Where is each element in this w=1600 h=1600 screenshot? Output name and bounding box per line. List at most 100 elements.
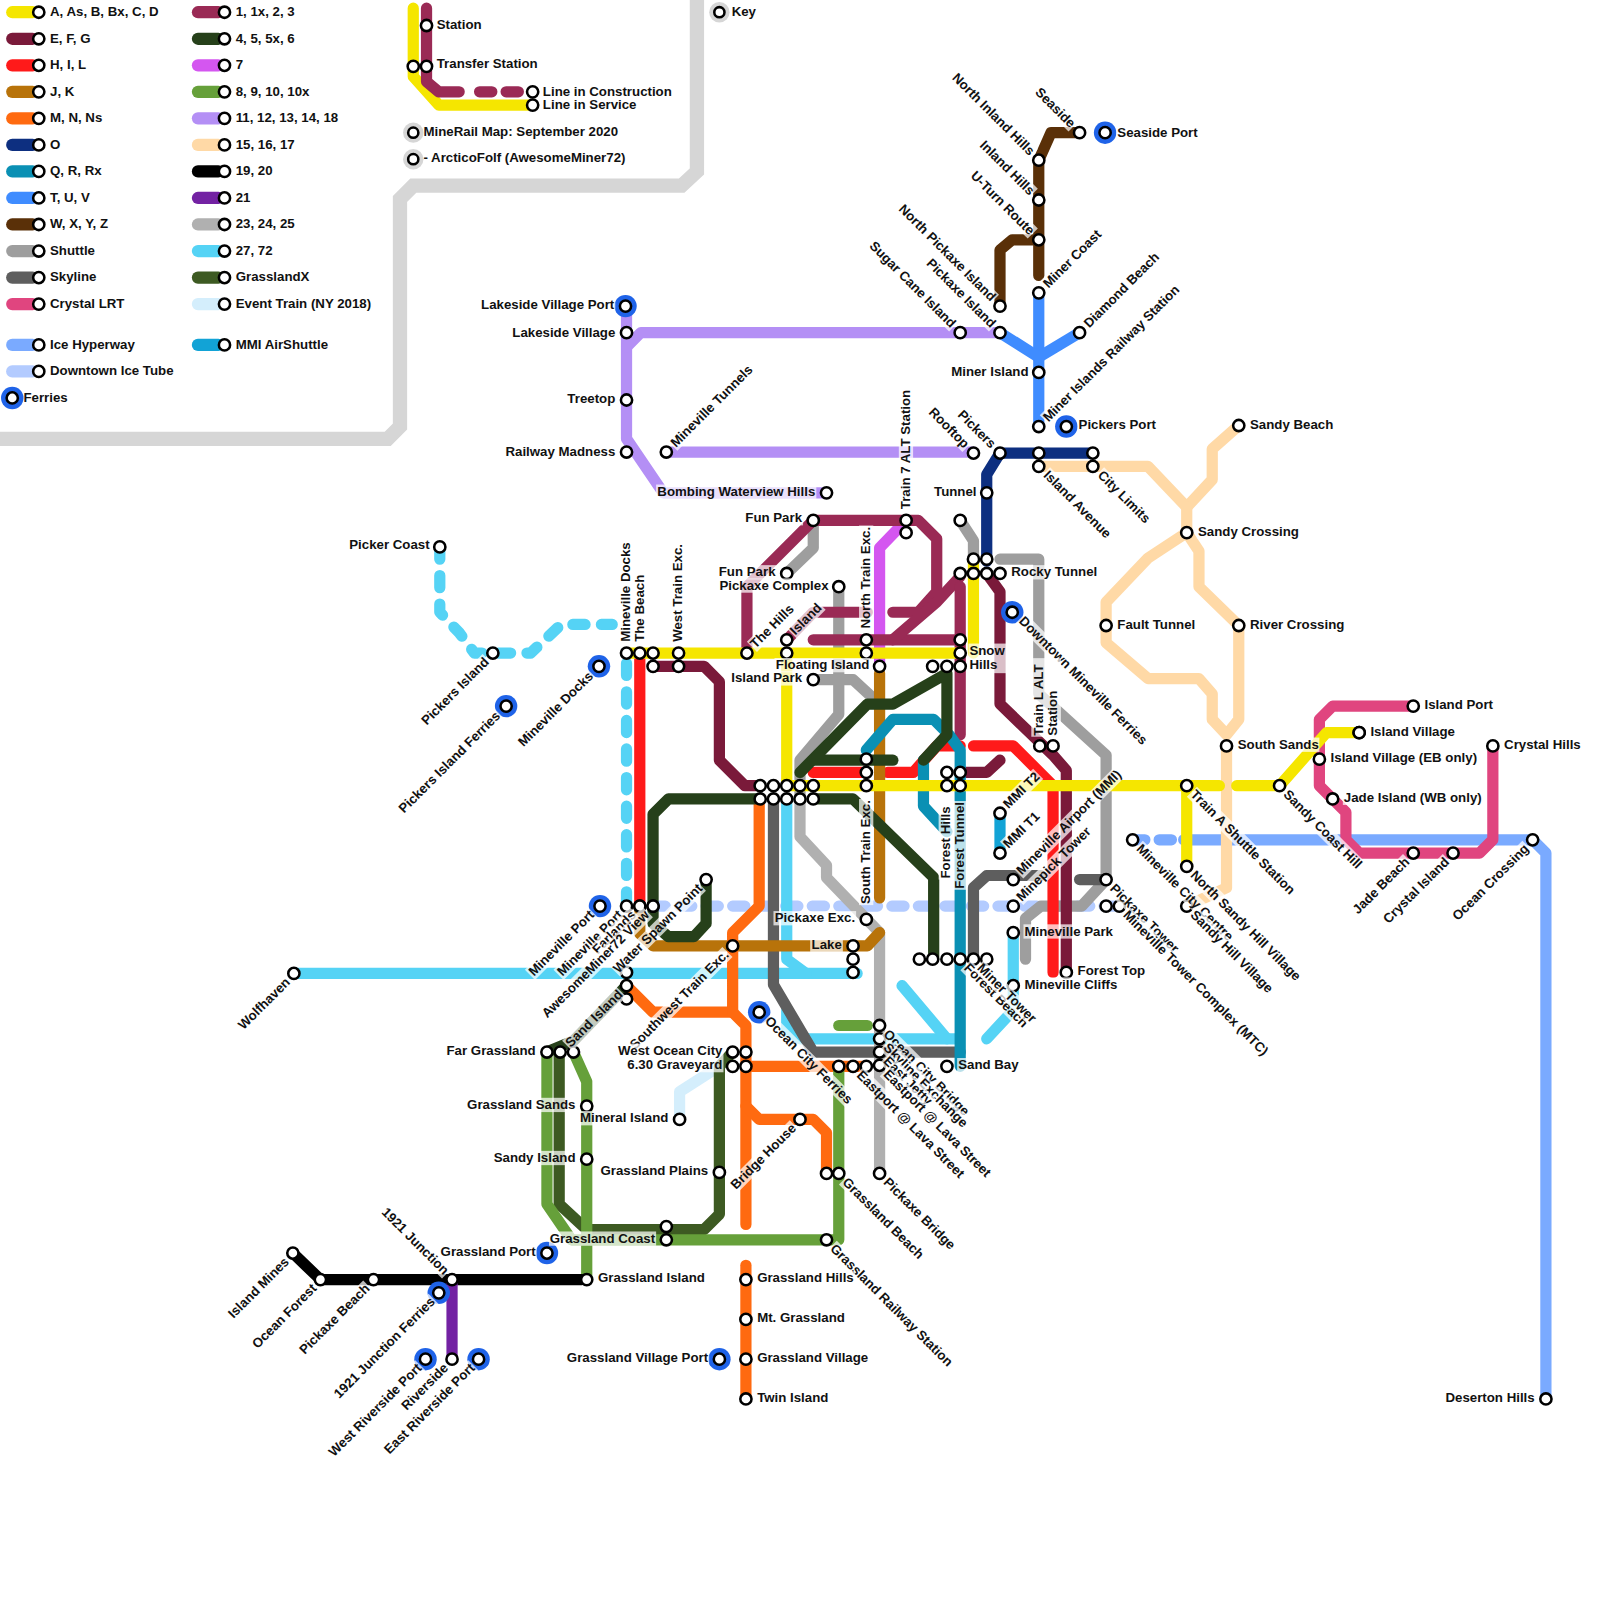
station-dot (1327, 793, 1338, 804)
station-dot (768, 780, 779, 791)
legend-dot (33, 366, 44, 377)
rail-line (627, 333, 1000, 347)
station-label: Sandy Crossing (1197, 524, 1300, 539)
station-dot (781, 780, 792, 791)
station-dot (621, 980, 632, 991)
station-label: Lakeside Village Port (480, 298, 615, 313)
station-label: Grassland Island (597, 1271, 706, 1286)
rail-line (1106, 507, 1239, 735)
rail-line (813, 799, 933, 959)
rail-line (1184, 840, 1546, 1399)
station-label: Pickaxe Exc. (774, 911, 856, 926)
station-label: 1921 Junction (378, 1204, 452, 1278)
station-dot (1233, 620, 1244, 631)
legend-dot (33, 86, 44, 97)
legend-dot (219, 272, 230, 283)
station-dot (847, 967, 858, 978)
station-dot (555, 1046, 566, 1057)
legend-text: 11, 12, 13, 14, 18 (236, 111, 339, 126)
legend-dot (33, 33, 44, 44)
station-dot (634, 647, 645, 658)
ferry-sample (1, 387, 23, 409)
legend-dot (219, 245, 230, 256)
station-dot (1074, 127, 1085, 138)
station-dot (847, 1061, 858, 1072)
station-dot (914, 954, 925, 965)
station-label: West Ocean City (617, 1044, 723, 1059)
station-label: Island Park (730, 671, 803, 686)
station-dot (315, 1274, 326, 1285)
station-dot (981, 568, 992, 579)
legend-text: Q, R, Rx (50, 164, 102, 179)
ferry-dot (594, 901, 605, 912)
station-dot (861, 780, 872, 791)
rail-line (733, 1012, 746, 1224)
station-label: Picker Coast (348, 538, 430, 553)
legend-text: O (50, 138, 60, 153)
station-dot (714, 1167, 725, 1178)
station-label: North Train Exc. (859, 526, 874, 630)
legend-text: A, As, B, Bx, C, D (50, 5, 159, 20)
station-dot (434, 541, 445, 552)
rail-line (634, 653, 645, 906)
station-dot (661, 1221, 672, 1232)
legend-dot (33, 298, 44, 309)
station-dot (647, 647, 658, 658)
station-dot (994, 808, 1005, 819)
station-label: Mineville Cliffs (1023, 977, 1118, 992)
station-dot (647, 661, 658, 672)
legend-text: Ferries (23, 391, 67, 406)
station-label: Twin Island (756, 1391, 829, 1406)
ferry-dot (433, 1287, 444, 1298)
station-dot (901, 527, 912, 538)
station-dot (581, 1274, 592, 1285)
station-dot (1408, 847, 1419, 858)
station-dot (1034, 740, 1045, 751)
key-border (0, 0, 697, 439)
station-dot (487, 647, 498, 658)
station-label: Pickaxe Tower (1106, 881, 1182, 957)
station-dot (647, 901, 658, 912)
station-dot (968, 568, 979, 579)
station-dot (740, 1393, 751, 1404)
station-dot (741, 647, 752, 658)
legend-dot (219, 7, 230, 18)
station-label: Forest Beach (960, 960, 1031, 1031)
key-grey-dot (403, 122, 423, 142)
key-transfer (421, 61, 432, 72)
legend-dot (33, 60, 44, 71)
legend-dot (219, 298, 230, 309)
station-dot (1033, 194, 1044, 205)
station-dot (768, 793, 779, 804)
legend-text: Ice Hyperway (50, 338, 135, 353)
station-label: Pickaxe Complex (718, 578, 829, 593)
station-dot (446, 1274, 457, 1285)
station-dot (861, 754, 872, 765)
station-dot (955, 954, 966, 965)
station-dot (927, 661, 938, 672)
legend-text: 7 (236, 58, 243, 73)
station-dot (941, 767, 952, 778)
legend-text: MineRail Map: September 2020 (423, 124, 618, 139)
legend-text: W, X, Y, Z (50, 217, 108, 232)
legend-dot (219, 33, 230, 44)
station-label: Deserton Hills (1444, 1391, 1535, 1406)
station-label: Bridge House (727, 1120, 800, 1193)
station-dot (740, 1046, 751, 1057)
legend-dot (219, 192, 230, 203)
station-dot (1487, 740, 1498, 751)
station-label: Pickers Island (418, 654, 493, 729)
station-label: Pickaxe Bridge (880, 1174, 959, 1253)
legend-text: 21 (236, 191, 251, 206)
rail-line (893, 577, 960, 640)
ferry-ring (614, 295, 636, 317)
station-dot (847, 954, 858, 965)
key-station (421, 20, 432, 31)
station-label: Forest Tunnel (953, 801, 968, 890)
station-label: Wolfhaven (235, 974, 294, 1033)
station-dot (808, 793, 819, 804)
station-label: Mt. Grassland (756, 1311, 846, 1326)
station-dot (1008, 874, 1019, 885)
ferry-ring (1055, 415, 1077, 437)
station-label: Tunnel (933, 485, 978, 500)
